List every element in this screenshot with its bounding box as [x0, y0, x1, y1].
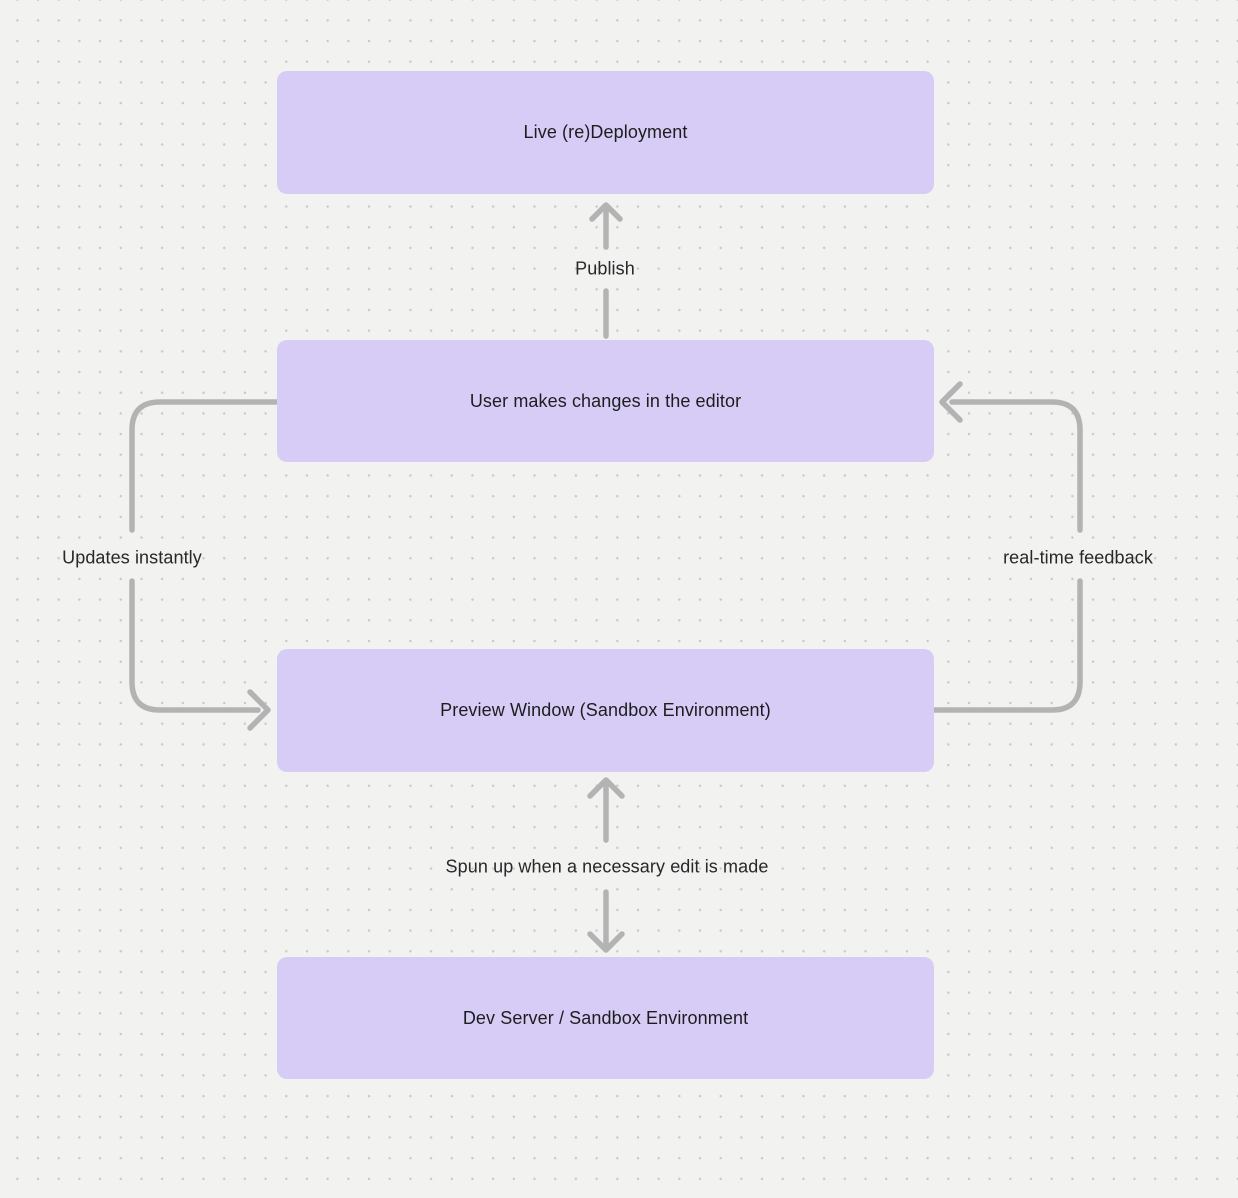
edge-updates-top [129, 399, 280, 533]
edge-feedback-arrowhead-left-icon [939, 381, 963, 423]
edge-feedback-top [949, 399, 1083, 533]
edge-feedback-bottom [931, 578, 1083, 713]
node-dev-server[interactable]: Dev Server / Sandbox Environment [277, 957, 934, 1079]
edge-publish-arrowhead-up-icon [589, 202, 623, 222]
edge-updates-arrowhead-right-icon [247, 689, 271, 731]
edge-label-real-time-feedback: real-time feedback [1003, 547, 1153, 568]
node-preview-window[interactable]: Preview Window (Sandbox Environment) [277, 649, 934, 772]
node-live-deployment[interactable]: Live (re)Deployment [277, 71, 934, 194]
edge-updates-instantly-arrow[interactable] [129, 399, 280, 731]
node-live-deployment-label: Live (re)Deployment [523, 122, 688, 142]
edge-updates-bottom [129, 578, 261, 713]
edge-label-spun-up: Spun up when a necessary edit is made [445, 856, 769, 877]
edge-spun-arrowhead-up-icon [587, 777, 625, 799]
node-user-editor[interactable]: User makes changes in the editor [277, 340, 934, 462]
edge-label-updates-instantly: Updates instantly [62, 547, 202, 568]
edge-publish-arrow[interactable] [589, 202, 623, 339]
edge-realtime-feedback-arrow[interactable] [931, 381, 1083, 713]
edge-spun-arrowhead-down-icon [587, 931, 625, 953]
edge-label-publish: Publish [575, 258, 635, 279]
node-preview-window-label: Preview Window (Sandbox Environment) [440, 700, 771, 720]
edge-spun-up-arrow[interactable] [587, 777, 625, 953]
node-dev-server-label: Dev Server / Sandbox Environment [462, 1007, 749, 1028]
node-user-editor-label: User makes changes in the editor [469, 390, 742, 411]
